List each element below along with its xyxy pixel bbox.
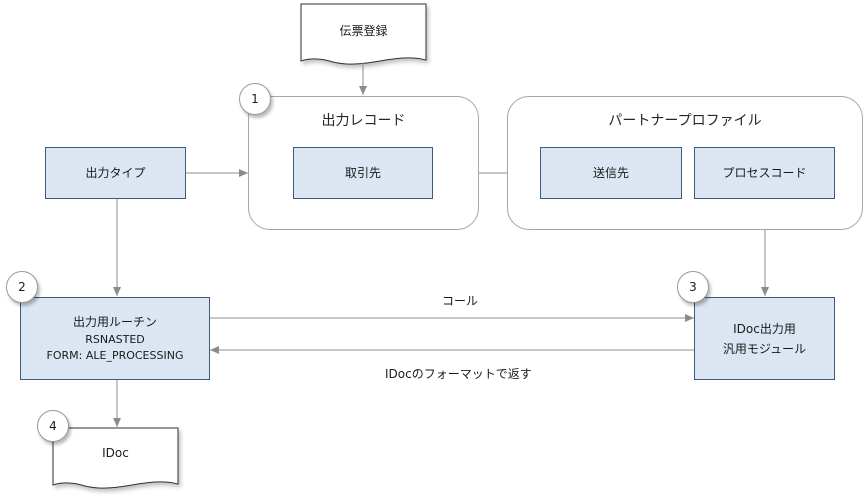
- process-code-box: プロセスコード: [694, 147, 835, 199]
- customer-label: 取引先: [344, 166, 381, 180]
- call-label: コール: [442, 294, 479, 308]
- step-badge-3: 3: [677, 271, 709, 303]
- step-badge-4: 4: [37, 410, 69, 442]
- output-type-box: 出力タイプ: [45, 147, 186, 199]
- return-label: IDocのフォーマットで返す: [385, 367, 532, 381]
- idoc-document-label: IDoc: [102, 446, 129, 460]
- output-type-label: 出力タイプ: [85, 166, 146, 180]
- partner-profile-title: パートナープロファイル: [608, 113, 762, 129]
- sender-label: 送信先: [592, 166, 629, 180]
- document-shape-slip-entry: [300, 3, 427, 65]
- output-routine-program: RSNASTED: [85, 332, 145, 346]
- idoc-module-line2: 汎用モジュール: [722, 341, 807, 356]
- step-badge-2: 2: [6, 271, 38, 303]
- customer-box: 取引先: [293, 147, 433, 199]
- sender-box: 送信先: [540, 147, 682, 199]
- idoc-module-box: IDoc出力用 汎用モジュール: [694, 297, 835, 380]
- slip-entry-label: 伝票登録: [339, 24, 388, 38]
- output-record-title: 出力レコード: [321, 113, 406, 129]
- idoc-module-line1: IDoc出力用: [733, 321, 796, 336]
- process-code-label: プロセスコード: [722, 166, 807, 180]
- step-badge-1: 1: [239, 83, 271, 115]
- output-routine-title: 出力用ルーチン: [72, 314, 157, 329]
- document-shape-idoc: [52, 427, 179, 489]
- output-routine-box: 出力用ルーチン RSNASTED FORM: ALE_PROCESSING: [20, 297, 210, 380]
- output-routine-form: FORM: ALE_PROCESSING: [46, 348, 184, 362]
